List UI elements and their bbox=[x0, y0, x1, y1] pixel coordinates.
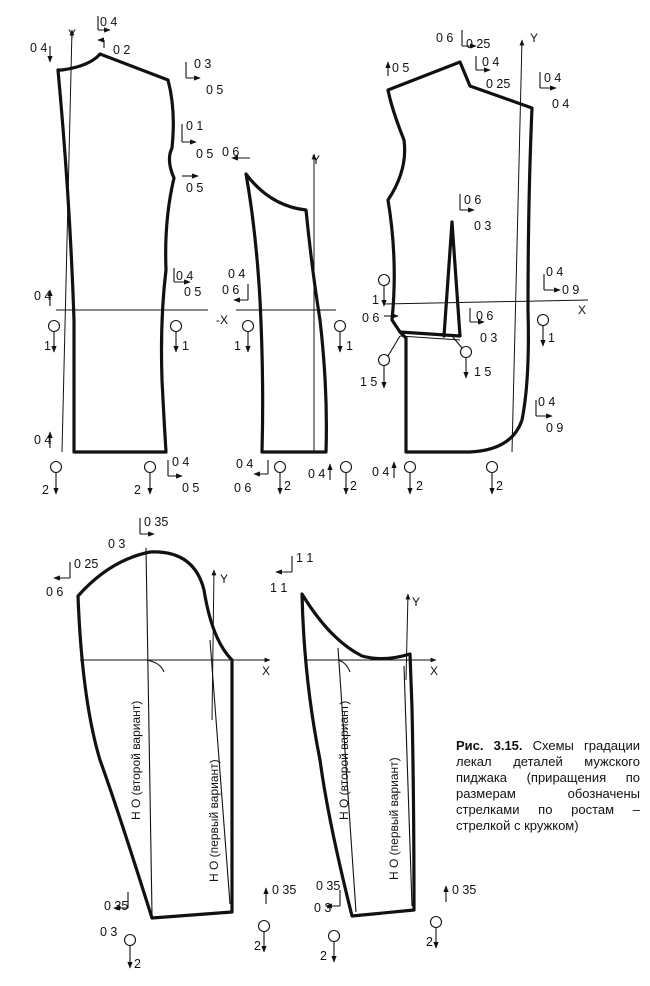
front-label-i: 0 3 bbox=[474, 219, 491, 233]
side-label-g: 0 6 bbox=[234, 481, 251, 495]
front-label-s: 0 4 bbox=[538, 395, 555, 409]
upper-sleeve-label-h: 2 bbox=[134, 957, 141, 971]
back-outline bbox=[56, 52, 176, 454]
under-sleeve-label-c: 0 35 bbox=[316, 879, 340, 893]
front-label-b: 0 25 bbox=[466, 37, 490, 51]
upper-sleeve-label-a: 0 35 bbox=[144, 515, 168, 529]
front-x-label: X bbox=[578, 303, 586, 317]
front-label-l: 1 bbox=[372, 293, 379, 307]
front-label-d: 0 25 bbox=[486, 77, 510, 91]
back-label-c: 0 2 bbox=[113, 43, 130, 57]
back-label-n: 0 4 bbox=[34, 433, 51, 447]
back-piece: Y 0 4 0 4 0 2 0 3 0 5 0 1 0 5 0 5 0 4 0 … bbox=[30, 15, 223, 497]
under-sleeve-y-label: Y bbox=[412, 595, 420, 609]
front-y-axis bbox=[511, 39, 525, 453]
back-label-h: 0 5 bbox=[186, 181, 203, 195]
back-label-k: 0 4 bbox=[176, 269, 193, 283]
front-label-k: 0 9 bbox=[562, 283, 579, 297]
under-sleeve-label-a: 1 1 bbox=[296, 551, 313, 565]
side-y-label: Y bbox=[312, 153, 320, 167]
under-sleeve-label-d: 0 3 bbox=[314, 901, 331, 915]
back-label-l: 1 bbox=[44, 339, 51, 353]
back-y-axis bbox=[61, 29, 75, 453]
front-label-u: 0 4 bbox=[372, 465, 389, 479]
upper-sleeve-guide-second: Н О (второй вариант) bbox=[129, 701, 143, 820]
side-piece: Y -X 0 6 0 4 0 6 1 1 0 4 0 6 2 0 4 2 bbox=[216, 145, 357, 495]
back-label-b: 0 4 bbox=[100, 15, 117, 29]
side-label-i: 0 4 bbox=[308, 467, 325, 481]
back-label-j: 0 5 bbox=[184, 285, 201, 299]
back-label-o: 2 bbox=[42, 483, 49, 497]
front-label-o: 0 3 bbox=[480, 331, 497, 345]
upper-sleeve-y-axis bbox=[211, 569, 217, 721]
back-label-d: 0 3 bbox=[194, 57, 211, 71]
front-outline bbox=[386, 60, 534, 454]
upper-sleeve-x-label: X bbox=[262, 664, 270, 678]
under-sleeve-label-g: 2 bbox=[426, 935, 433, 949]
front-x-axis bbox=[383, 299, 589, 305]
front-dart bbox=[398, 220, 462, 338]
upper-sleeve-label-b: 0 3 bbox=[108, 537, 125, 551]
back-label-p: 2 bbox=[134, 483, 141, 497]
upper-sleeve-label-e: 0 35 bbox=[104, 899, 128, 913]
upper-sleeve-label-d: 0 6 bbox=[46, 585, 63, 599]
front-label-r: 1 5 bbox=[474, 365, 491, 379]
front-label-c: 0 4 bbox=[482, 55, 499, 69]
upper-sleeve-label-f: 0 3 bbox=[100, 925, 117, 939]
upper-sleeve-piece: Y X Н О (второй вариант) Н О (первый вар… bbox=[46, 515, 296, 971]
under-sleeve-piece: Y X Н О (второй вариант) Н О (первый вар… bbox=[270, 551, 476, 963]
under-sleeve-y-axis bbox=[405, 593, 411, 681]
back-label-f: 0 1 bbox=[186, 119, 203, 133]
front-label-h: 0 6 bbox=[464, 193, 481, 207]
front-label-a: 0 6 bbox=[436, 31, 453, 45]
side-outline bbox=[244, 172, 328, 454]
side-label-d: 1 bbox=[234, 339, 241, 353]
front-label-g: 0 4 bbox=[552, 97, 569, 111]
front-piece: Y X 0 6 0 25 0 4 0 25 0 5 0 4 0 4 0 6 0 … bbox=[360, 30, 589, 495]
front-label-v: 2 bbox=[416, 479, 423, 493]
front-label-m: 0 6 bbox=[362, 311, 379, 325]
under-sleeve-label-e: 0 35 bbox=[452, 883, 476, 897]
upper-sleeve-label-g: 0 35 bbox=[272, 883, 296, 897]
side-label-j: 2 bbox=[350, 479, 357, 493]
side-label-e: 1 bbox=[346, 339, 353, 353]
side-label-h: 2 bbox=[284, 479, 291, 493]
upper-sleeve-label-i: 2 bbox=[254, 939, 261, 953]
figure-number: Рис. 3.15. bbox=[456, 738, 523, 753]
back-label-q: 0 4 bbox=[172, 455, 189, 469]
upper-sleeve-label-c: 0 25 bbox=[74, 557, 98, 571]
upper-sleeve-y-label: Y bbox=[220, 572, 228, 586]
under-sleeve-label-b: 1 1 bbox=[270, 581, 287, 595]
under-sleeve-outline bbox=[300, 592, 416, 918]
front-label-e: 0 5 bbox=[392, 61, 409, 75]
side-label-f: 0 4 bbox=[236, 457, 253, 471]
under-sleeve-guide-first: Н О (первый вариант) bbox=[387, 757, 401, 880]
front-label-w: 2 bbox=[496, 479, 503, 493]
front-label-q: 1 5 bbox=[360, 375, 377, 389]
figure-caption: Рис. 3.15. Схемы градации лекал деталей … bbox=[456, 738, 640, 834]
back-label-r: 0 5 bbox=[182, 481, 199, 495]
front-label-j: 0 4 bbox=[546, 265, 563, 279]
front-label-p: 1 bbox=[548, 331, 555, 345]
side-label-b: 0 4 bbox=[228, 267, 245, 281]
figure-caption-text: Схемы градации лекал деталей мужского пи… bbox=[456, 738, 640, 833]
back-y-label: Y bbox=[68, 27, 76, 41]
under-sleeve-x-label: X bbox=[430, 664, 438, 678]
back-label-i: 0 4 bbox=[34, 289, 51, 303]
side-label-c: 0 6 bbox=[222, 283, 239, 297]
front-label-t: 0 9 bbox=[546, 421, 563, 435]
back-label-m: 1 bbox=[182, 339, 189, 353]
front-label-f: 0 4 bbox=[544, 71, 561, 85]
back-label-a: 0 4 bbox=[30, 41, 47, 55]
side-label-a: 0 6 bbox=[222, 145, 239, 159]
under-sleeve-label-f: 2 bbox=[320, 949, 327, 963]
front-label-n: 0 6 bbox=[476, 309, 493, 323]
upper-sleeve-guide-first: Н О (первый вариант) bbox=[207, 759, 221, 882]
under-sleeve-guide-second: Н О (второй вариант) bbox=[337, 701, 351, 820]
back-label-g: 0 5 bbox=[196, 147, 213, 161]
back-label-e: 0 5 bbox=[206, 83, 223, 97]
side-x-label: -X bbox=[216, 313, 228, 327]
front-y-label: Y bbox=[530, 31, 538, 45]
